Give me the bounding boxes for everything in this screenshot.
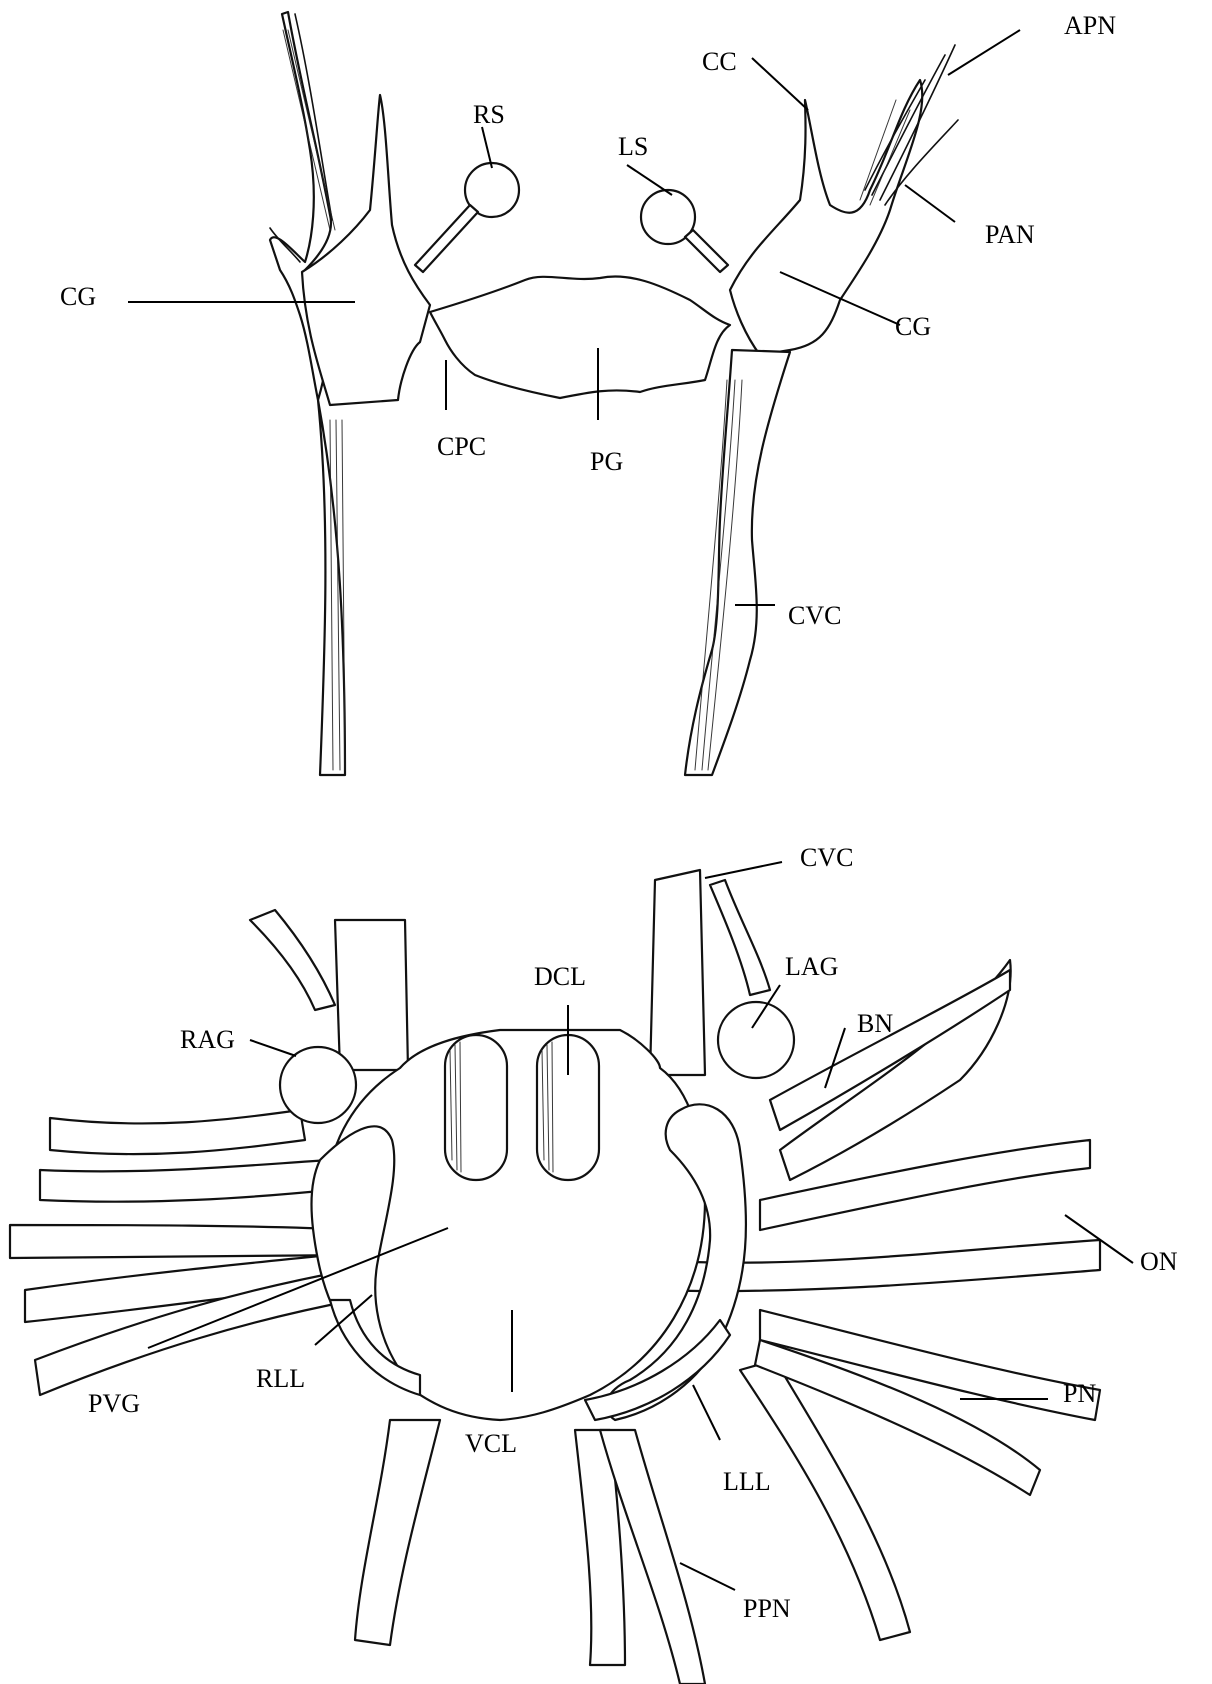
pedal-ganglion <box>430 277 730 398</box>
leader-cvc-bottom <box>705 862 782 878</box>
right-abdominal-ganglion <box>280 1047 356 1123</box>
top-figure <box>270 12 958 775</box>
label-cg-right: CG <box>895 312 931 341</box>
label-on: ON <box>1140 1247 1178 1276</box>
label-rag: RAG <box>180 1025 235 1054</box>
right-cg-body <box>730 80 922 355</box>
label-lll: LLL <box>723 1467 771 1496</box>
left-abdominal-ganglion <box>718 1002 794 1078</box>
label-ls: LS <box>618 132 648 161</box>
label-cg-left: CG <box>60 282 96 311</box>
leader-rs <box>482 127 492 168</box>
bottom-figure <box>10 870 1100 1684</box>
label-rll: RLL <box>256 1364 305 1393</box>
leader-ppn <box>680 1563 735 1590</box>
right-statocyst-stalk <box>415 205 478 272</box>
label-apn: APN <box>1064 11 1116 40</box>
label-cpc: CPC <box>437 432 486 461</box>
label-dcl: DCL <box>534 962 586 991</box>
label-pn: PN <box>1063 1379 1096 1408</box>
leader-lll <box>693 1385 720 1440</box>
label-pg: PG <box>590 447 623 476</box>
label-vcl: VCL <box>465 1429 517 1458</box>
leader-apn <box>948 30 1020 75</box>
left-side-cvc-bottom <box>650 870 705 1075</box>
label-pan: PAN <box>985 220 1035 249</box>
right-cvc-connective <box>685 350 790 775</box>
leader-cc <box>752 58 808 110</box>
label-lag: LAG <box>785 952 838 981</box>
left-statocyst-stalk <box>685 230 728 272</box>
label-cvc-top: CVC <box>788 601 841 630</box>
right-anterior-nerve-1 <box>880 45 955 200</box>
label-rs: RS <box>473 100 505 129</box>
label-ppn: PPN <box>743 1594 791 1623</box>
dorsal-lobe-left <box>445 1035 507 1180</box>
leader-rag <box>250 1040 296 1056</box>
label-bn: BN <box>857 1009 893 1038</box>
label-cvc-bottom: CVC <box>800 843 853 872</box>
leader-pan <box>905 185 955 222</box>
label-pvg: PVG <box>88 1389 140 1418</box>
label-cc: CC <box>702 47 737 76</box>
right-side-cvc-bottom <box>335 920 408 1070</box>
leader-ls <box>627 165 672 195</box>
